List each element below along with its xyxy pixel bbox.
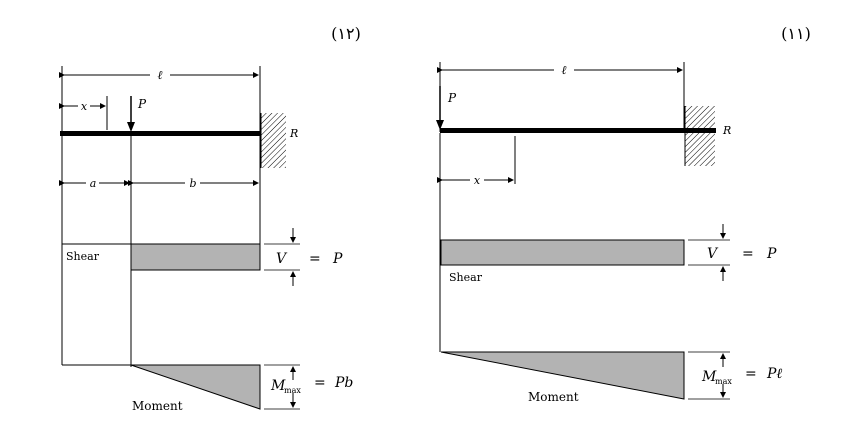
reaction-label: R bbox=[722, 124, 731, 137]
hatched-wall-icon bbox=[261, 113, 286, 168]
shear-eq-equals: = bbox=[309, 251, 321, 267]
x-label: x bbox=[81, 100, 88, 113]
mmax-sub: max bbox=[715, 377, 732, 386]
shear-block bbox=[130, 243, 261, 271]
reaction-label: R bbox=[289, 127, 298, 140]
moment-label: Moment bbox=[528, 390, 579, 404]
load-label: P bbox=[137, 97, 147, 111]
mmax-equals: = bbox=[745, 366, 757, 382]
moment-triangle bbox=[440, 351, 685, 400]
mmax-equals: = bbox=[314, 375, 326, 391]
x-label: x bbox=[474, 174, 481, 187]
shear-label: Shear bbox=[66, 250, 100, 263]
moment-triangle bbox=[130, 364, 261, 410]
mmax-value: Pℓ bbox=[766, 366, 782, 382]
mmax-m: M bbox=[701, 369, 717, 385]
mmax-value: Pb bbox=[334, 375, 353, 391]
beam bbox=[60, 131, 260, 136]
length-label: ℓ bbox=[562, 63, 567, 77]
b-label: b bbox=[189, 177, 196, 190]
load-label: P bbox=[447, 91, 457, 105]
shear-eq-equals: = bbox=[742, 246, 754, 262]
mmax-sub: max bbox=[284, 386, 301, 395]
figure-number: (۱۱) bbox=[781, 24, 811, 43]
figure-11: (۱۱) ℓ P R x Shear V = P Mom bbox=[436, 24, 811, 404]
moment-label: Moment bbox=[132, 399, 183, 413]
figure-number: (۱۲) bbox=[331, 24, 361, 43]
shear-eq-v: V bbox=[276, 251, 288, 267]
figure-12: (۱۲) ℓ x P R a b Shear bbox=[59, 24, 361, 413]
arrow-down-icon bbox=[127, 122, 135, 132]
arrow-down-icon bbox=[436, 120, 444, 130]
shear-label: Shear bbox=[449, 271, 483, 284]
shear-block bbox=[440, 239, 685, 266]
shear-eq-v: V bbox=[707, 246, 719, 262]
beam bbox=[440, 128, 716, 133]
hatched-wall-icon bbox=[685, 106, 715, 166]
length-label: ℓ bbox=[158, 68, 163, 82]
shear-eq-p: P bbox=[332, 251, 343, 267]
shear-eq-p: P bbox=[766, 246, 777, 262]
a-label: a bbox=[90, 177, 97, 190]
mmax-m: M bbox=[270, 378, 286, 394]
